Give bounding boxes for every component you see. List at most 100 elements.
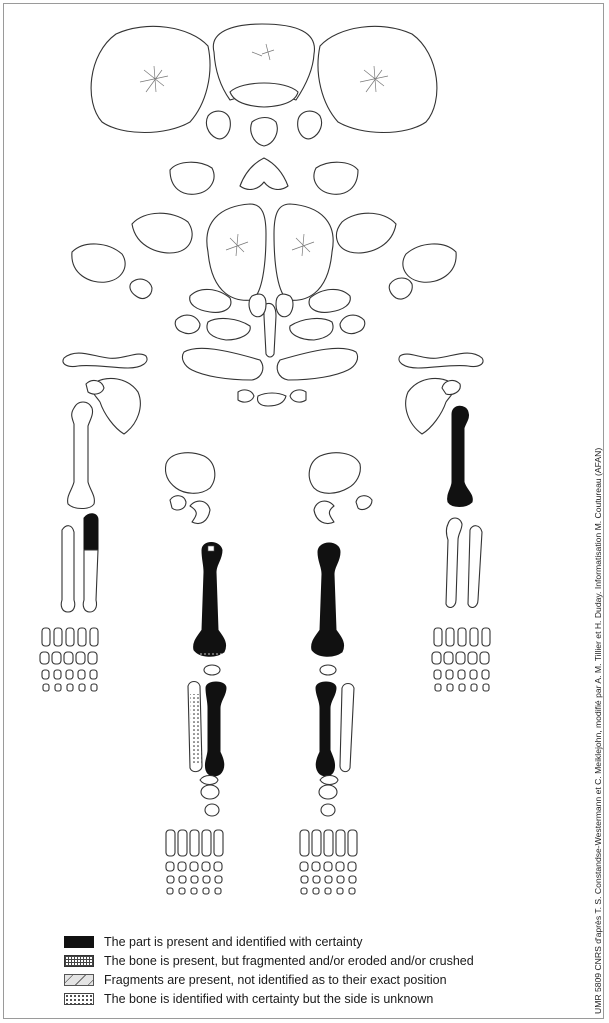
right-foot-middle-phalanx (313, 876, 320, 883)
left-foot-distal-phalanx (215, 888, 221, 894)
right-foot-middle-phalanx (301, 876, 308, 883)
right-foot-middle-phalanx (349, 876, 356, 883)
left-hand-middle-phalanx (42, 670, 49, 679)
credit-line: UMR 5809 CNRS d'après T. S. Constandse-W… (593, 448, 603, 1014)
legend-item-fragmented: The bone is present, but fragmented and/… (64, 951, 554, 970)
legend-item-present: The part is present and identified with … (64, 932, 554, 951)
left-foot-middle-phalanx (203, 876, 210, 883)
left-hand-metacarpal (78, 628, 86, 646)
black-swatch (64, 936, 94, 948)
right-patella (320, 665, 336, 675)
hand-and-foot-bones (40, 628, 490, 894)
left-humerus (68, 402, 95, 509)
dotted-swatch (64, 993, 94, 1005)
right-foot-metatarsal (312, 830, 321, 856)
right-femur (312, 543, 344, 656)
legend-label: The bone is present, but fragmented and/… (104, 954, 474, 968)
left-hand-proximal-phalanx (64, 652, 73, 664)
right-foot-metatarsal (300, 830, 309, 856)
left-hand-middle-phalanx (66, 670, 73, 679)
crosshatch-swatch (64, 955, 94, 967)
right-tibia (316, 682, 336, 776)
left-foot-metatarsal (202, 830, 211, 856)
right-foot-distal-phalanx (313, 888, 319, 894)
left-foot-proximal-phalanx (178, 862, 186, 871)
right-upper-limb (399, 353, 483, 607)
right-ilium (309, 453, 360, 494)
right-foot-metatarsal (336, 830, 345, 856)
left-foot-distal-phalanx (203, 888, 209, 894)
right-hand-proximal-phalanx (432, 652, 441, 664)
left-hand-middle-phalanx (78, 670, 85, 679)
right-hand-metacarpal (446, 628, 454, 646)
left-foot-proximal-phalanx (166, 862, 174, 871)
right-hand-middle-phalanx (470, 670, 477, 679)
grey-hatched-swatch (64, 974, 94, 986)
cranium-group (91, 24, 437, 194)
left-zygomatic (132, 213, 192, 253)
right-clavicle (399, 353, 483, 368)
left-ulna (83, 550, 98, 612)
right-foot-proximal-phalanx (348, 862, 356, 871)
left-foot-middle-phalanx (215, 876, 222, 883)
legend: The part is present and identified with … (64, 932, 554, 1008)
right-parietal-bone (318, 26, 437, 132)
right-fibula (340, 684, 354, 772)
left-mandible (182, 348, 262, 380)
right-zygomatic (336, 213, 396, 253)
right-foot-metatarsal (324, 830, 333, 856)
left-foot-distal-phalanx (179, 888, 185, 894)
left-tibia (205, 682, 226, 776)
left-hand-metacarpal (90, 628, 98, 646)
left-hand-proximal-phalanx (52, 652, 61, 664)
right-foot-proximal-phalanx (336, 862, 344, 871)
left-hand-distal-phalanx (79, 684, 85, 691)
right-hand-proximal-phalanx (480, 652, 489, 664)
legend-item-side-unknown: The bone is identified with certainty bu… (64, 989, 554, 1008)
right-hand-proximal-phalanx (468, 652, 477, 664)
left-radius (61, 526, 75, 612)
left-hand-distal-phalanx (67, 684, 73, 691)
left-foot-middle-phalanx (191, 876, 198, 883)
legend-label: Fragments are present, not identified as… (104, 973, 447, 987)
left-foot-metatarsal (214, 830, 223, 856)
vomer (264, 304, 276, 358)
right-foot-distal-phalanx (325, 888, 331, 894)
left-foot-proximal-phalanx (214, 862, 222, 871)
right-hand-metacarpal (458, 628, 466, 646)
right-ulna (446, 518, 462, 607)
left-foot-metatarsal (166, 830, 175, 856)
left-foot-middle-phalanx (167, 876, 174, 883)
right-hand-middle-phalanx (446, 670, 453, 679)
right-foot-distal-phalanx (337, 888, 343, 894)
left-hand-distal-phalanx (55, 684, 61, 691)
left-foot-proximal-phalanx (202, 862, 210, 871)
right-foot-distal-phalanx (349, 888, 355, 894)
right-hand-metacarpal (482, 628, 490, 646)
left-hand-metacarpal (66, 628, 74, 646)
face-group (72, 204, 456, 406)
left-ilium (165, 453, 214, 494)
right-foot-middle-phalanx (337, 876, 344, 883)
right-hand-distal-phalanx (483, 684, 489, 691)
right-hand-proximal-phalanx (444, 652, 453, 664)
legend-label: The part is present and identified with … (104, 935, 362, 949)
left-femur (194, 543, 226, 657)
left-hand-middle-phalanx (90, 670, 97, 679)
skeleton-inventory-diagram (4, 4, 605, 1020)
left-patella (204, 665, 220, 675)
left-foot-distal-phalanx (167, 888, 173, 894)
lower-limbs (188, 543, 354, 817)
left-foot-metatarsal (190, 830, 199, 856)
right-foot-metatarsal (348, 830, 357, 856)
left-foot-distal-phalanx (191, 888, 197, 894)
right-mandible (277, 348, 357, 380)
right-hand-metacarpal (470, 628, 478, 646)
right-humerus (448, 406, 473, 506)
left-hand-distal-phalanx (91, 684, 97, 691)
diagram-frame: The part is present and identified with … (3, 3, 604, 1019)
right-hand-distal-phalanx (459, 684, 465, 691)
right-frontal-half (274, 204, 333, 300)
sphenoid (240, 158, 288, 189)
left-foot-middle-phalanx (179, 876, 186, 883)
